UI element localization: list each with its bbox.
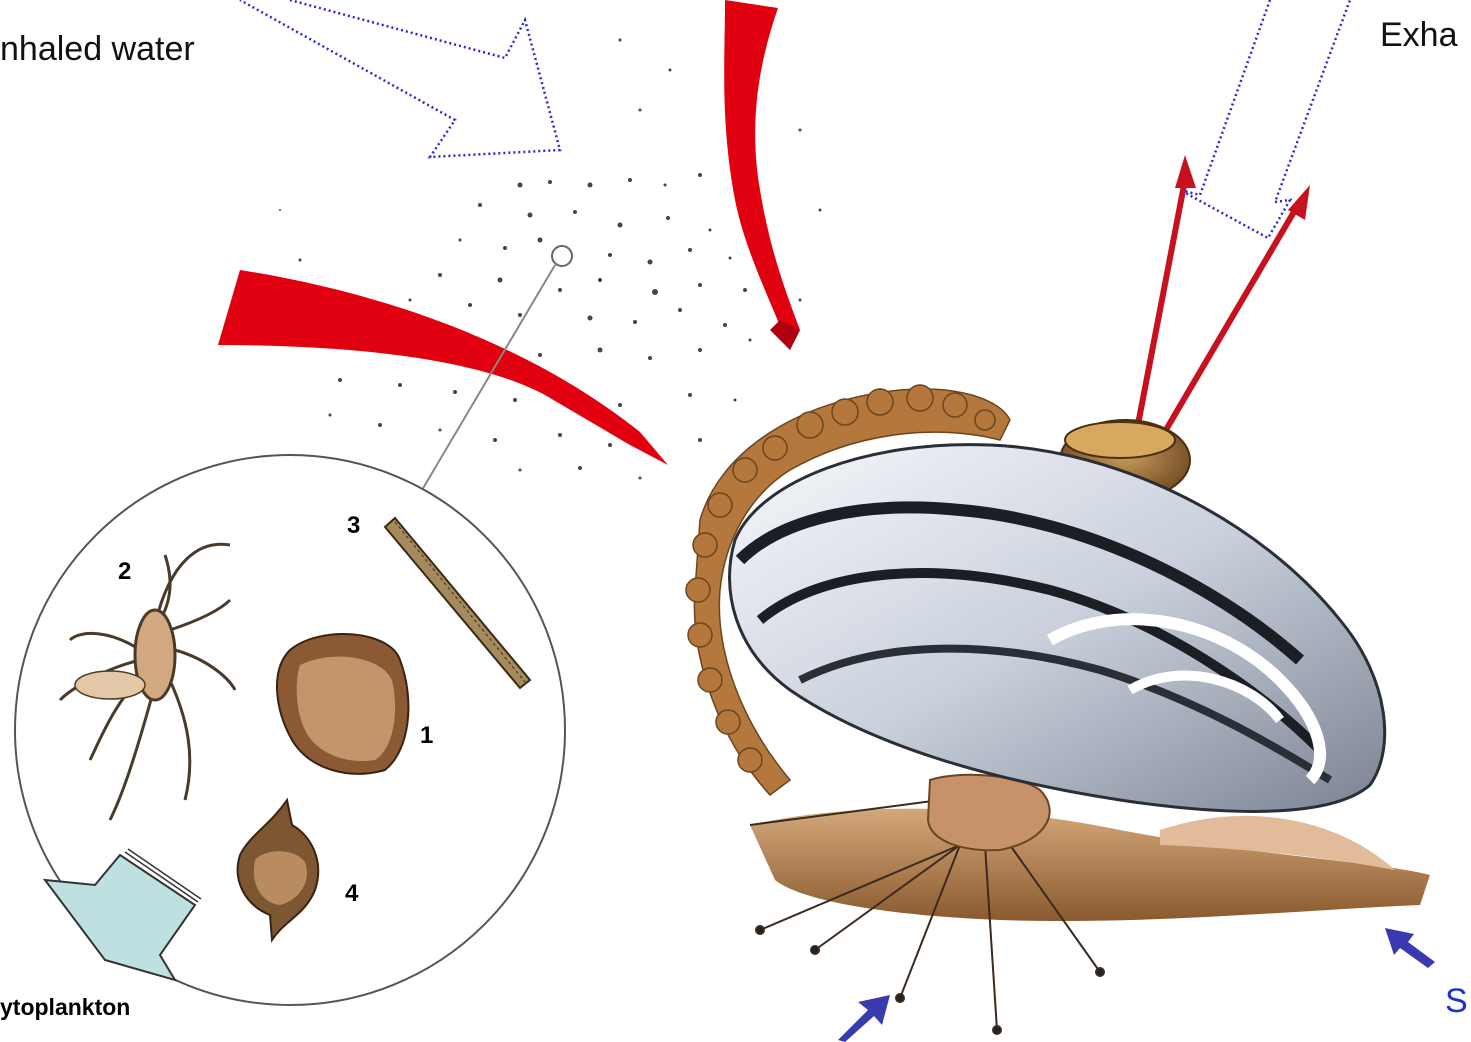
mussel-shell <box>730 445 1385 812</box>
inhaled-flow-arrow <box>240 0 560 157</box>
plankton-number-1: 1 <box>420 722 433 750</box>
plankton-number-2: 2 <box>118 558 131 586</box>
inhaled-water-label: nhaled water <box>0 30 195 69</box>
sediment-label: S <box>1445 982 1468 1021</box>
exhaled-current-arrows <box>1135 155 1310 440</box>
mussel-foot <box>928 775 1050 850</box>
exhaled-flow-arrow <box>1180 0 1350 238</box>
phytoplankton-label: ytoplankton <box>0 994 130 1021</box>
plankton-number-4: 4 <box>345 880 358 908</box>
water-current-arrows <box>218 0 800 465</box>
sediment-bed <box>750 809 1430 921</box>
exhaled-water-label: Exha <box>1380 16 1458 55</box>
plankton-number-3: 3 <box>347 512 360 540</box>
pointer-arrow-byssus <box>838 995 890 1042</box>
pointer-arrow-sediment <box>1385 928 1435 968</box>
